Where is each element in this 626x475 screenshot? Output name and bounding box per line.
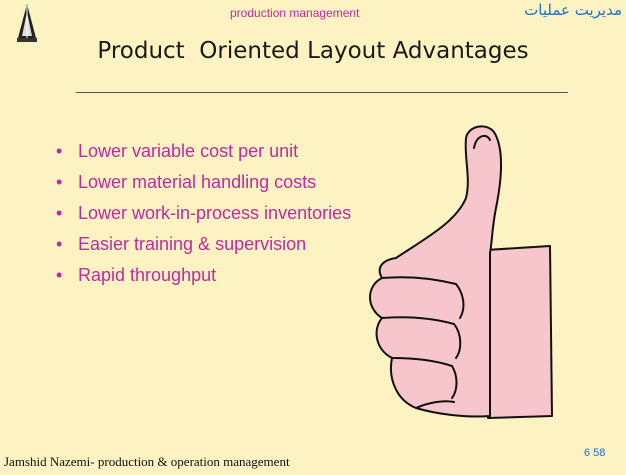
bullet-list: • Lower variable cost per unit • Lower mat…: [56, 140, 356, 295]
bullet-dot-icon: •: [56, 265, 63, 285]
title-divider: [76, 92, 568, 93]
tower-logo-icon: [17, 4, 37, 42]
header-arabic-title: مدیریت عملیات: [524, 1, 622, 19]
bullet-item: • Lower work-in-process inventories: [56, 202, 356, 224]
bullet-text: Lower work-in-process inventories: [78, 203, 352, 223]
thumbs-up-icon: [369, 125, 553, 419]
bullet-item: • Easier training & supervision: [56, 233, 356, 255]
bullet-text: Lower variable cost per unit: [78, 141, 299, 161]
bullet-dot-icon: •: [56, 234, 63, 254]
bullet-item: • Lower variable cost per unit: [56, 140, 356, 162]
bullet-text: Rapid throughput: [78, 265, 217, 285]
bullet-item: • Rapid throughput: [56, 264, 356, 286]
bullet-dot-icon: •: [56, 203, 63, 223]
bullet-item: • Lower material handling costs: [56, 171, 356, 193]
bullet-text: Easier training & supervision: [78, 234, 307, 254]
header-subtitle: production management: [230, 6, 360, 20]
bullet-dot-icon: •: [56, 172, 63, 192]
footer-author: Jamshid Nazemi- production & operation m…: [4, 454, 290, 469]
bullet-text: Lower material handling costs: [78, 172, 317, 192]
bullet-dot-icon: •: [56, 141, 63, 161]
page-number: 6 58: [584, 447, 606, 459]
slide-title: Product Oriented Layout Advantages: [97, 38, 529, 64]
